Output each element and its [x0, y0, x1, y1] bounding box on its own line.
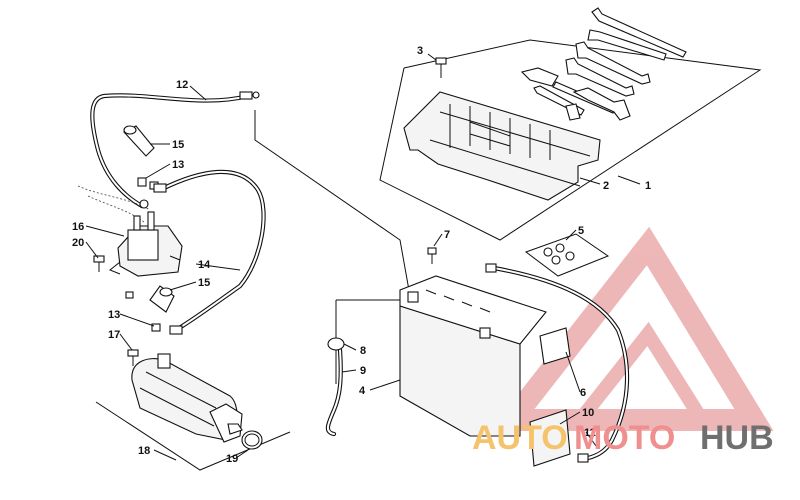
nut-lower-2	[151, 323, 161, 332]
starter-motor	[131, 353, 243, 443]
callout-7: 7	[444, 229, 450, 241]
battery-spacer	[539, 327, 571, 365]
starter-bolt	[127, 349, 139, 366]
callout-10: 10	[582, 407, 594, 419]
callout-11: 11	[584, 427, 596, 439]
tube-clip	[327, 337, 345, 351]
callout-13-upper: 13	[172, 159, 184, 171]
callout-16: 16	[72, 221, 84, 233]
callout-20: 20	[72, 237, 84, 249]
tools-group	[520, 7, 687, 121]
callout-3: 3	[417, 45, 423, 57]
callout-9: 9	[360, 365, 366, 377]
hardware-kit	[524, 233, 610, 277]
battery	[399, 275, 547, 437]
toolkit-outline	[379, 39, 762, 241]
callout-15-upper: 15	[172, 139, 184, 151]
watermark-auto: AUTO	[472, 419, 568, 457]
nut-lower	[125, 291, 134, 299]
watermark-hub: HUB	[700, 419, 774, 457]
leader-cable-12	[254, 110, 411, 297]
solenoid-bolt	[93, 255, 105, 272]
callout-8: 8	[360, 345, 366, 357]
callout-13-lower: 13	[108, 309, 120, 321]
battery-terminal-bolt	[427, 247, 437, 264]
callout-5: 5	[578, 225, 584, 237]
watermark-moto: MOTO	[574, 419, 675, 457]
watermark-logo-triangle	[489, 226, 774, 431]
callout-4: 4	[359, 385, 366, 397]
leader-lines	[85, 53, 641, 461]
callout-1: 1	[645, 180, 651, 192]
callout-18: 18	[138, 445, 150, 457]
callout-17: 17	[108, 329, 120, 341]
terminal-boot-upper	[123, 125, 155, 157]
callout-6: 6	[580, 387, 586, 399]
terminal-boot-lower	[149, 285, 175, 313]
cable-11	[485, 263, 630, 463]
cable-12	[90, 91, 260, 209]
callout-19: 19	[226, 453, 238, 465]
callout-14: 14	[198, 259, 211, 271]
tool-tray	[403, 91, 601, 201]
cable-14	[153, 169, 266, 335]
watermark-wordmark: AUTO MOTO HUB	[472, 419, 774, 457]
vent-tube	[325, 347, 343, 437]
callout-15-lower: 15	[198, 277, 210, 289]
callout-12: 12	[176, 79, 188, 91]
starter-solenoid	[109, 199, 183, 277]
callout-2: 2	[603, 180, 609, 192]
tray-bolt	[435, 57, 447, 78]
